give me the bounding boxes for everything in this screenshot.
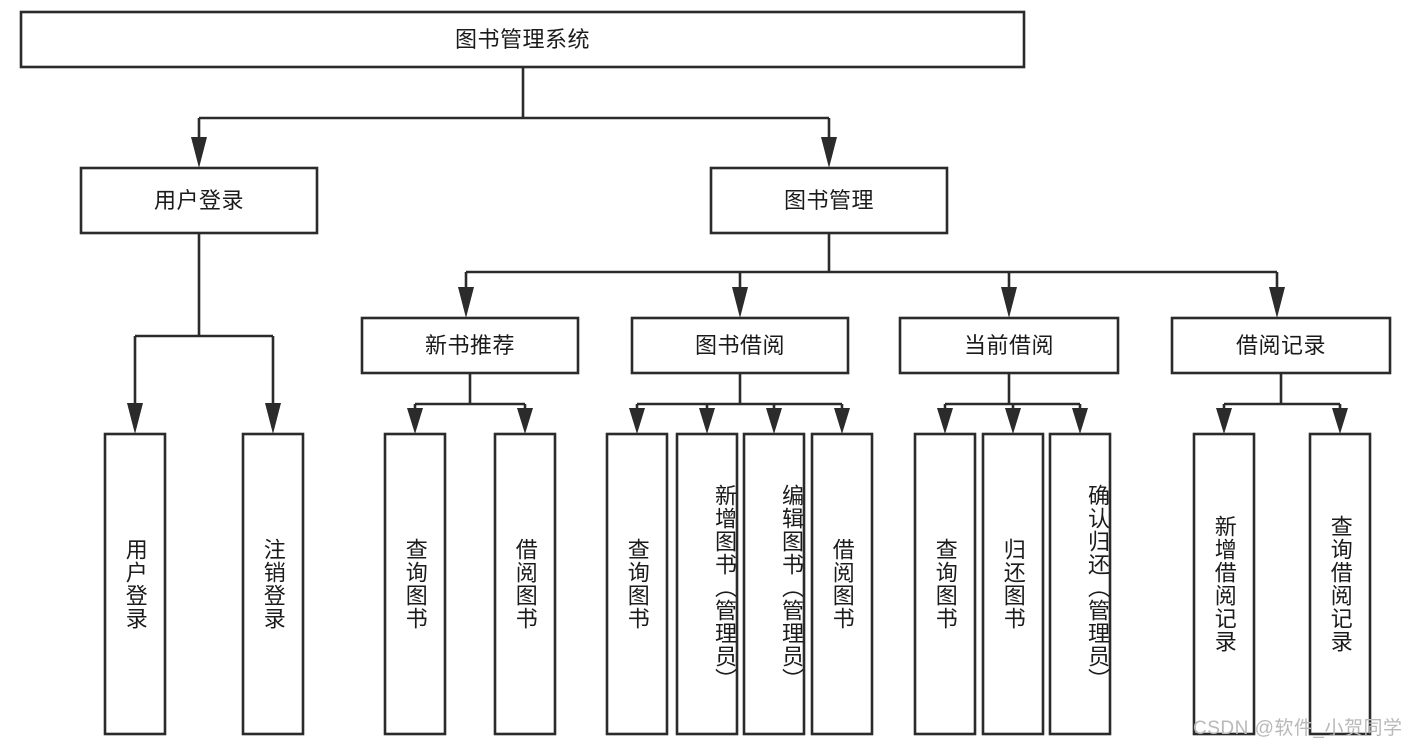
node-box-book-borrow[interactable] [630, 316, 850, 375]
leaf-box-book-borrow-0[interactable] [605, 432, 669, 736]
arrow-head-book-borrow-leaf-3 [834, 408, 850, 434]
arrow-head-book-borrow-leaf-1 [699, 408, 715, 434]
arrow-head-user-login-leaf-0 [127, 403, 143, 434]
arrow-head-borrow-record-leaf-0 [1216, 408, 1232, 434]
arrow-head-book-borrow [732, 287, 748, 318]
arrow-head-book-borrow-leaf-2 [766, 408, 782, 434]
arrow-head-current-borrow-leaf-0 [937, 408, 953, 434]
node-box-root[interactable] [19, 10, 1026, 69]
arrow-head-current-borrow [1001, 287, 1017, 318]
node-box-borrow-record[interactable] [1170, 316, 1392, 375]
node-box-book-manage[interactable] [709, 166, 949, 235]
arrow-head-book-manage [821, 137, 837, 168]
leaf-box-current-borrow-0[interactable] [913, 432, 977, 736]
arrow-head-current-borrow-leaf-1 [1005, 408, 1021, 434]
leaf-box-current-borrow-1[interactable] [981, 432, 1045, 736]
arrow-head-user-login [191, 137, 207, 168]
arrow-head-new-book-leaf-1 [517, 408, 533, 434]
arrow-head-borrow-record-leaf-1 [1332, 408, 1348, 434]
arrow-head-new-book [458, 287, 474, 318]
arrow-head-borrow-record [1269, 287, 1285, 318]
arrow-head-new-book-leaf-0 [407, 408, 423, 434]
arrow-head-user-login-leaf-1 [265, 403, 281, 434]
leaf-box-book-borrow-2[interactable] [742, 432, 806, 736]
leaf-box-new-book-1[interactable] [493, 432, 557, 736]
leaf-box-new-book-0[interactable] [383, 432, 447, 736]
leaf-box-current-borrow-2[interactable] [1048, 432, 1112, 736]
node-box-current-borrow[interactable] [898, 316, 1120, 375]
leaf-box-user-login-1[interactable] [241, 432, 305, 736]
leaf-box-borrow-record-0[interactable] [1192, 432, 1256, 736]
node-box-user-login[interactable] [79, 166, 319, 235]
node-box-new-book-recommend[interactable] [360, 316, 580, 375]
leaf-box-book-borrow-3[interactable] [810, 432, 874, 736]
arrow-head-current-borrow-leaf-2 [1072, 408, 1088, 434]
arrow-head-book-borrow-leaf-0 [629, 408, 645, 434]
leaf-box-book-borrow-1[interactable] [675, 432, 739, 736]
leaf-box-user-login-0[interactable] [103, 432, 167, 736]
leaf-box-borrow-record-1[interactable] [1308, 432, 1372, 736]
